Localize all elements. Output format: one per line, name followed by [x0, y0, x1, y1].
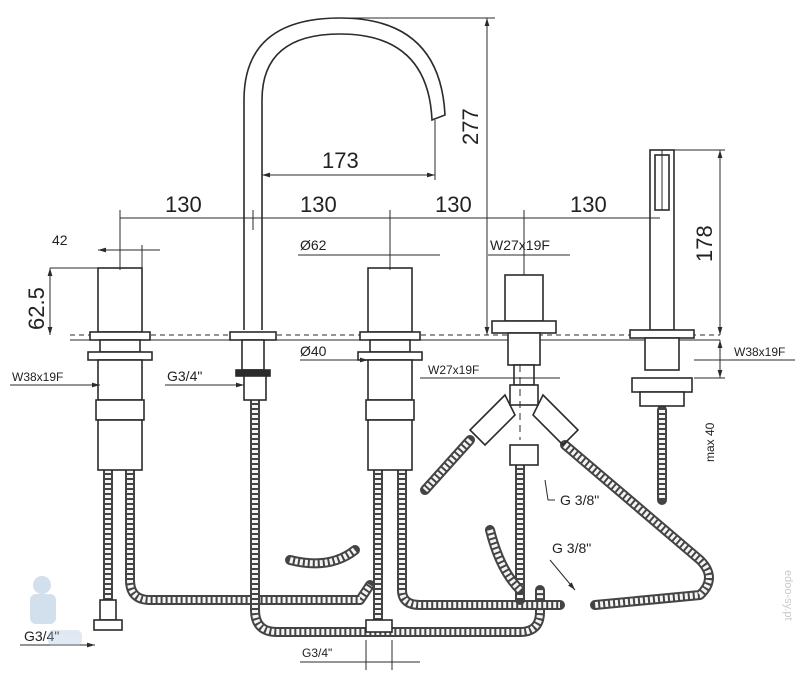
spout-height-label: 277	[458, 108, 483, 145]
spacing-2-label: 130	[300, 192, 337, 217]
spacing-4-label: 130	[570, 192, 607, 217]
dimension-labels: 277 173 130 130 130 130 42 62.5 Ø62 Ø40 …	[12, 108, 785, 660]
spacing-1-label: 130	[165, 192, 202, 217]
hose-connection-1-label: G 3/8"	[560, 492, 599, 508]
shower-thread-label: W38x19F	[734, 345, 785, 359]
hose-connection-2-label: G 3/8"	[552, 540, 591, 556]
inlet-connection-label: G3/4"	[24, 628, 59, 644]
diverter	[468, 274, 580, 466]
plumber-logo-icon	[30, 576, 82, 646]
spout-connection-label: G3/4"	[167, 368, 202, 384]
spout	[229, 17, 446, 401]
diverter-thread-label: W27x19F	[490, 237, 550, 253]
handshower-height-label: 178	[692, 225, 717, 262]
handle-thread-label: W38x19F	[12, 370, 63, 384]
handle-width-label: 42	[52, 232, 68, 248]
handle-height-label: 62.5	[24, 287, 49, 330]
diverter-diameter-label: Ø62	[300, 237, 327, 253]
hand-shower	[629, 149, 695, 407]
shank-diameter-label: Ø40	[300, 343, 327, 359]
hoses	[103, 395, 714, 637]
spacing-3-label: 130	[435, 192, 472, 217]
left-handle	[87, 267, 153, 631]
watermark-text: edoo-sy.pt	[782, 570, 794, 621]
middle-handle	[357, 267, 423, 633]
outlet-connection-label: G3/4"	[302, 646, 332, 660]
spout-reach-label: 173	[322, 148, 359, 173]
max-thickness-label: max 40	[703, 422, 717, 462]
diverter-thread-2-label: W27x19F	[428, 363, 479, 377]
dimensions	[10, 17, 795, 670]
